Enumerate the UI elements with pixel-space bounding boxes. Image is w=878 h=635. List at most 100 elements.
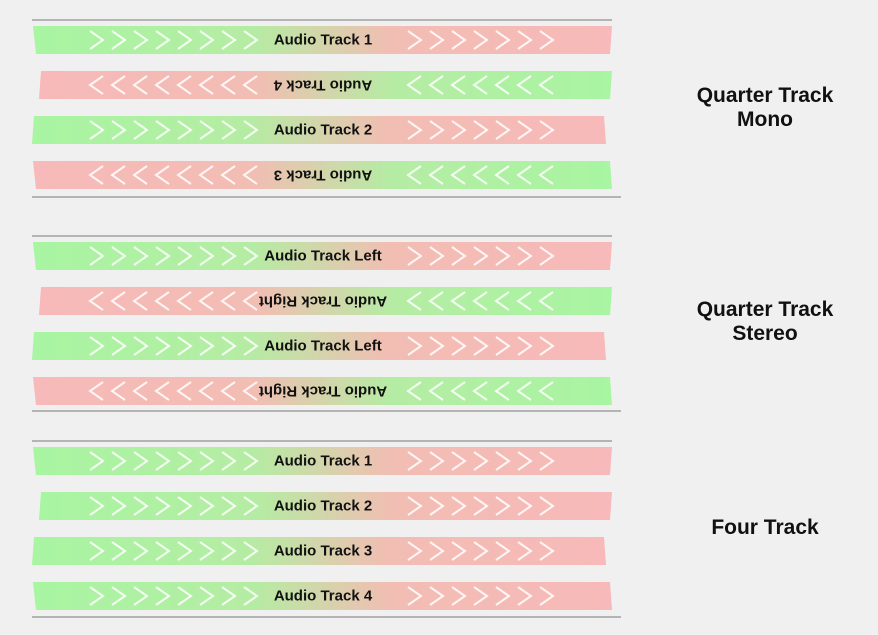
- chevron-right-icon: [155, 586, 171, 606]
- direction-chevrons: [89, 336, 555, 356]
- chevron-left-icon: [494, 75, 510, 95]
- chevron-left-icon: [494, 165, 510, 185]
- chevron-right-icon: [517, 496, 533, 516]
- chevron-right-icon: [155, 336, 171, 356]
- chevron-right-icon: [221, 336, 237, 356]
- chevron-right-icon: [111, 30, 127, 50]
- chevron-left-icon: [406, 381, 422, 401]
- chevron-right-icon: [517, 246, 533, 266]
- chevron-right-icon: [243, 120, 259, 140]
- track-label: Audio Track Right: [259, 383, 387, 400]
- chevron-right-icon: [473, 541, 489, 561]
- chevron-left-icon: [176, 381, 192, 401]
- chevron-right-icon: [473, 30, 489, 50]
- chevron-left-icon: [538, 75, 554, 95]
- chevron-right-icon: [473, 120, 489, 140]
- direction-chevrons: [88, 165, 554, 185]
- chevron-right-icon: [111, 451, 127, 471]
- chevron-left-icon: [198, 381, 214, 401]
- chevron-right-icon: [89, 541, 105, 561]
- direction-chevrons: [89, 541, 555, 561]
- chevron-right-icon: [89, 120, 105, 140]
- chevron-right-icon: [177, 451, 193, 471]
- chevron-right-icon: [221, 496, 237, 516]
- chevron-right-icon: [89, 246, 105, 266]
- chevron-left-icon: [88, 75, 104, 95]
- chevron-right-icon: [539, 120, 555, 140]
- chevron-left-icon: [450, 165, 466, 185]
- track-band: [32, 537, 606, 565]
- track-band: [33, 447, 612, 475]
- chevron-right-icon: [89, 30, 105, 50]
- track-label: Audio Track 4: [273, 77, 372, 94]
- chevron-right-icon: [155, 246, 171, 266]
- group-title-quarter-track-mono: Quarter Track Mono: [650, 84, 878, 132]
- chevron-right-icon: [243, 336, 259, 356]
- chevron-left-icon: [428, 75, 444, 95]
- chevron-left-icon: [154, 165, 170, 185]
- track-forward: Audio Track 3: [32, 537, 606, 565]
- chevron-left-icon: [428, 381, 444, 401]
- track-forward: Audio Track 1: [33, 26, 612, 54]
- chevron-right-icon: [473, 586, 489, 606]
- chevron-left-icon: [88, 165, 104, 185]
- chevron-right-icon: [155, 541, 171, 561]
- track-reverse: Audio Track 3: [33, 161, 612, 189]
- chevron-left-icon: [406, 165, 422, 185]
- chevron-right-icon: [451, 30, 467, 50]
- chevron-right-icon: [133, 451, 149, 471]
- chevron-left-icon: [110, 381, 126, 401]
- chevron-left-icon: [242, 381, 258, 401]
- chevron-left-icon: [450, 381, 466, 401]
- direction-chevrons: [89, 120, 555, 140]
- track-band: [32, 116, 606, 144]
- chevron-left-icon: [406, 75, 422, 95]
- chevron-right-icon: [199, 496, 215, 516]
- chevron-left-icon: [220, 75, 236, 95]
- group-title-four-track: Four Track: [650, 516, 878, 540]
- chevron-right-icon: [243, 541, 259, 561]
- track-label: Audio Track 1: [274, 32, 372, 49]
- chevron-right-icon: [495, 336, 511, 356]
- chevron-right-icon: [539, 246, 555, 266]
- chevron-right-icon: [155, 496, 171, 516]
- track-label: Audio Track Left: [264, 248, 382, 265]
- track-band: [33, 582, 612, 610]
- chevron-right-icon: [155, 30, 171, 50]
- chevron-right-icon: [221, 451, 237, 471]
- chevron-right-icon: [111, 246, 127, 266]
- track-forward: Audio Track 1: [33, 447, 612, 475]
- chevron-right-icon: [199, 541, 215, 561]
- chevron-right-icon: [517, 120, 533, 140]
- chevron-right-icon: [517, 336, 533, 356]
- chevron-right-icon: [495, 496, 511, 516]
- chevron-left-icon: [220, 165, 236, 185]
- chevron-right-icon: [451, 336, 467, 356]
- chevron-left-icon: [472, 291, 488, 311]
- chevron-right-icon: [517, 541, 533, 561]
- chevron-right-icon: [243, 246, 259, 266]
- chevron-left-icon: [494, 291, 510, 311]
- chevron-left-icon: [132, 381, 148, 401]
- chevron-left-icon: [176, 291, 192, 311]
- group-title-line: Quarter Track: [696, 298, 834, 321]
- chevron-right-icon: [407, 451, 423, 471]
- chevron-right-icon: [451, 120, 467, 140]
- chevron-left-icon: [242, 291, 258, 311]
- chevron-right-icon: [155, 451, 171, 471]
- direction-chevrons: [89, 496, 555, 516]
- chevron-right-icon: [133, 496, 149, 516]
- chevron-right-icon: [473, 496, 489, 516]
- chevron-left-icon: [516, 291, 532, 311]
- chevron-right-icon: [111, 541, 127, 561]
- chevron-right-icon: [473, 336, 489, 356]
- chevron-right-icon: [133, 246, 149, 266]
- chevron-left-icon: [176, 75, 192, 95]
- chevron-right-icon: [495, 246, 511, 266]
- chevron-right-icon: [407, 336, 423, 356]
- chevron-left-icon: [538, 165, 554, 185]
- chevron-right-icon: [539, 541, 555, 561]
- chevron-right-icon: [177, 586, 193, 606]
- chevron-left-icon: [450, 75, 466, 95]
